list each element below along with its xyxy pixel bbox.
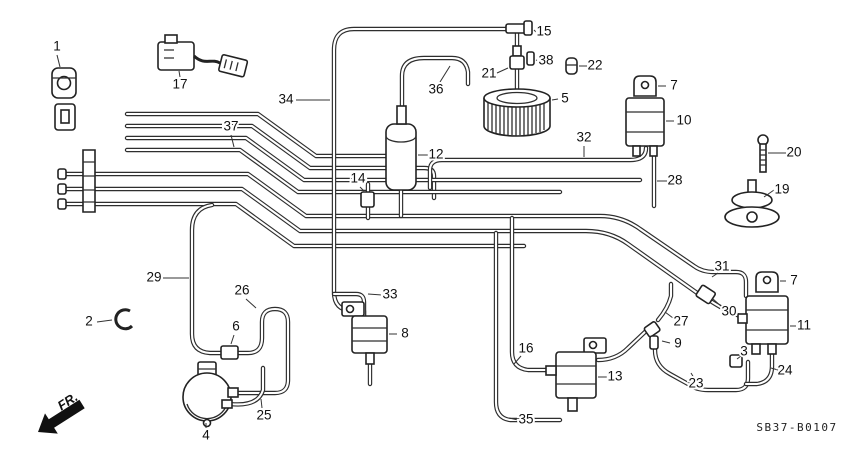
callout-37: 37 bbox=[223, 119, 238, 134]
callout-leader-23 bbox=[690, 372, 695, 379]
callout-19: 19 bbox=[774, 182, 789, 197]
callout-27: 27 bbox=[673, 314, 688, 329]
callout-leader-37 bbox=[230, 134, 235, 148]
callout-leader-27 bbox=[664, 311, 674, 319]
callout-leader-38 bbox=[535, 59, 539, 62]
callout-35: 35 bbox=[518, 412, 533, 427]
callout-leader-24 bbox=[770, 367, 779, 371]
part-13-solenoid-valve bbox=[545, 337, 607, 412]
part-10-solenoid-valve bbox=[625, 97, 665, 157]
callout-leader-21 bbox=[496, 67, 509, 74]
part-9-fitting bbox=[643, 321, 661, 350]
callout-leader-6 bbox=[230, 334, 235, 345]
callout-6: 6 bbox=[232, 319, 240, 334]
left-bracket bbox=[82, 149, 96, 213]
part-38-pin bbox=[526, 51, 535, 66]
callout-15: 15 bbox=[536, 24, 551, 39]
fr-direction-arrow: FR. bbox=[38, 389, 85, 434]
callout-leader-1 bbox=[56, 54, 61, 68]
callout-leader-17 bbox=[178, 70, 181, 78]
part-21-fitting bbox=[509, 45, 525, 70]
part-15-joint bbox=[505, 20, 533, 36]
part-11-solenoid-valve bbox=[737, 295, 789, 355]
callout-17: 17 bbox=[172, 77, 187, 92]
callout-13: 13 bbox=[607, 369, 622, 384]
callout-2: 2 bbox=[85, 314, 93, 329]
part-22-cap bbox=[565, 57, 578, 75]
part-20-bolt bbox=[757, 134, 769, 173]
callout-25: 25 bbox=[256, 408, 271, 423]
callout-21: 21 bbox=[481, 66, 496, 81]
callout-28: 28 bbox=[667, 173, 682, 188]
callout-22: 22 bbox=[587, 58, 602, 73]
callout-29: 29 bbox=[146, 270, 161, 285]
callout-10: 10 bbox=[676, 113, 691, 128]
callout-leader-33 bbox=[367, 293, 383, 296]
part-4-actuator bbox=[182, 361, 239, 428]
callout-30: 30 bbox=[721, 304, 736, 319]
callout-leader-36 bbox=[439, 65, 451, 83]
callout-11: 11 bbox=[797, 318, 811, 333]
callout-32: 32 bbox=[576, 130, 591, 145]
callout-leader-25 bbox=[260, 398, 263, 409]
part-1-clamp bbox=[51, 67, 77, 131]
callout-4: 4 bbox=[202, 428, 210, 443]
callout-23: 23 bbox=[688, 376, 703, 391]
callout-leader-30 bbox=[712, 298, 723, 308]
callout-leader-19 bbox=[763, 189, 775, 198]
callout-leader-16 bbox=[513, 355, 522, 365]
part-2-clip bbox=[114, 308, 134, 331]
part-5-air-filter bbox=[483, 88, 551, 137]
callout-38: 38 bbox=[538, 53, 553, 68]
part-7-bracket-top bbox=[633, 75, 657, 97]
callout-leader-5 bbox=[551, 98, 559, 101]
callout-14: 14 bbox=[350, 171, 366, 186]
vacuum-tubes bbox=[61, 26, 775, 423]
callout-24: 24 bbox=[777, 363, 793, 378]
callout-26: 26 bbox=[234, 283, 249, 298]
callout-leader-14 bbox=[359, 186, 365, 192]
callout-12: 12 bbox=[428, 147, 443, 162]
part-6-fitting bbox=[220, 345, 239, 360]
callout-36: 36 bbox=[428, 82, 443, 97]
part-7-bracket-right bbox=[755, 271, 779, 293]
tube-end-fittings bbox=[57, 168, 67, 210]
callout-20: 20 bbox=[786, 145, 801, 160]
callout-31: 31 bbox=[714, 259, 729, 274]
callout-5: 5 bbox=[561, 91, 569, 106]
callout-33: 33 bbox=[382, 287, 397, 302]
callout-7: 7 bbox=[790, 273, 798, 288]
part-14-fitting bbox=[360, 191, 375, 208]
callout-16: 16 bbox=[518, 341, 533, 356]
callout-34: 34 bbox=[278, 92, 294, 107]
part-17-connector bbox=[157, 34, 249, 78]
callout-7: 7 bbox=[670, 78, 678, 93]
callout-1: 1 bbox=[53, 39, 61, 54]
callout-leader-31 bbox=[711, 272, 719, 278]
part-8-solenoid-valve bbox=[341, 301, 388, 365]
part-30-fitting bbox=[695, 284, 717, 305]
callout-leader-3 bbox=[736, 355, 742, 360]
callout-8: 8 bbox=[401, 326, 409, 341]
callout-leader-9 bbox=[661, 340, 671, 344]
part-12-canister bbox=[385, 105, 417, 191]
callout-leader-26 bbox=[245, 298, 257, 309]
callout-leader-35 bbox=[508, 417, 519, 421]
callout-9: 9 bbox=[674, 336, 682, 351]
callout-leader-15 bbox=[533, 29, 537, 33]
callout-leader-2 bbox=[96, 319, 113, 323]
part-code: SB37-B0107 bbox=[756, 421, 837, 434]
callout-3: 3 bbox=[740, 344, 748, 359]
part-19-mount bbox=[724, 179, 780, 228]
